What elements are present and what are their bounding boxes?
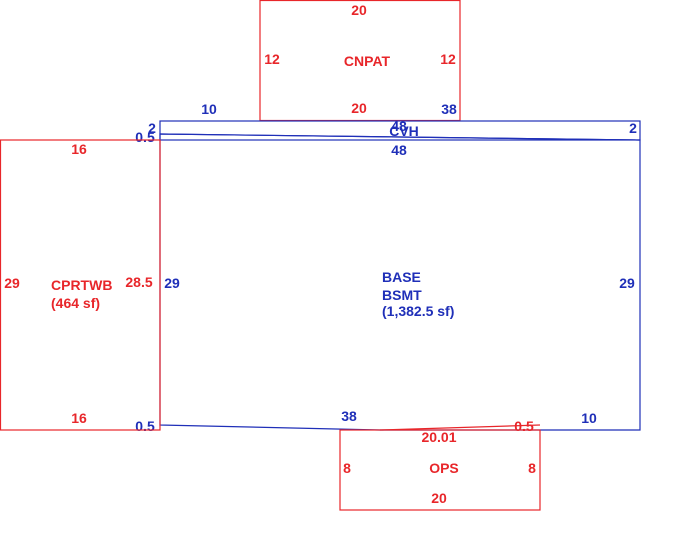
cvh-area: CVH 48 48 10 38 2 2	[148, 101, 641, 158]
cprtwb-outline	[0, 139, 161, 431]
base-dim-left-bottom-offset: 0.5	[135, 418, 155, 434]
cnpat-dim-right: 12	[440, 51, 456, 67]
cnpat-area: CNPAT 20 12 12 20	[259, 0, 461, 122]
cprtwb-dim-top: 16	[71, 141, 87, 157]
base-dim-left-top-offset: 0.5	[135, 129, 155, 145]
cvh-dim-bottom: 48	[391, 142, 407, 158]
base-dim-right: 29	[619, 275, 635, 291]
cvh-dim-right: 2	[629, 120, 637, 136]
cprtwb-area: CPRTWB (464 sf) 16 16 29 28.5	[0, 139, 161, 431]
cprtwb-dim-left: 29	[4, 275, 20, 291]
cnpat-dim-left: 12	[264, 51, 280, 67]
base-area: BASE BSMT (1,382.5 sf) 29 29 0.5 0.5 38 …	[135, 129, 641, 434]
ops-dim-top: 20.01	[421, 429, 456, 445]
cprtwb-area-label: (464 sf)	[51, 295, 100, 311]
cnpat-label: CNPAT	[344, 53, 391, 69]
cnpat-dim-bottom: 20	[351, 100, 367, 116]
cvh-dim-top-left: 10	[201, 101, 217, 117]
cprtwb-dim-right: 28.5	[125, 274, 152, 290]
ops-dim-top-right: 0.5	[514, 418, 534, 434]
base-sub-label: BSMT	[382, 287, 422, 303]
cvh-dim-top-right: 38	[441, 101, 457, 117]
cvh-outline	[159, 120, 641, 141]
base-label: BASE	[382, 269, 421, 285]
base-dim-bottom-right: 10	[581, 410, 597, 426]
ops-area: OPS 20.01 0.5 8 8 20	[339, 418, 541, 511]
ops-dim-left: 8	[343, 460, 351, 476]
cvh-dim-left: 2	[148, 120, 156, 136]
base-dim-left: 29	[164, 275, 180, 291]
cvh-label: CVH	[389, 123, 419, 139]
ops-label: OPS	[429, 460, 459, 476]
cnpat-dim-top: 20	[351, 2, 367, 18]
base-dim-bottom-left: 38	[341, 408, 357, 424]
ops-dim-right: 8	[528, 460, 536, 476]
cprtwb-label: CPRTWB	[51, 277, 112, 293]
cprtwb-dim-bottom: 16	[71, 410, 87, 426]
cvh-dim-top: 48	[391, 118, 407, 134]
ops-outline	[339, 429, 541, 511]
base-area-label: (1,382.5 sf)	[382, 303, 454, 319]
ops-dim-bottom: 20	[431, 490, 447, 506]
ops-slant-line	[379, 424, 541, 431]
